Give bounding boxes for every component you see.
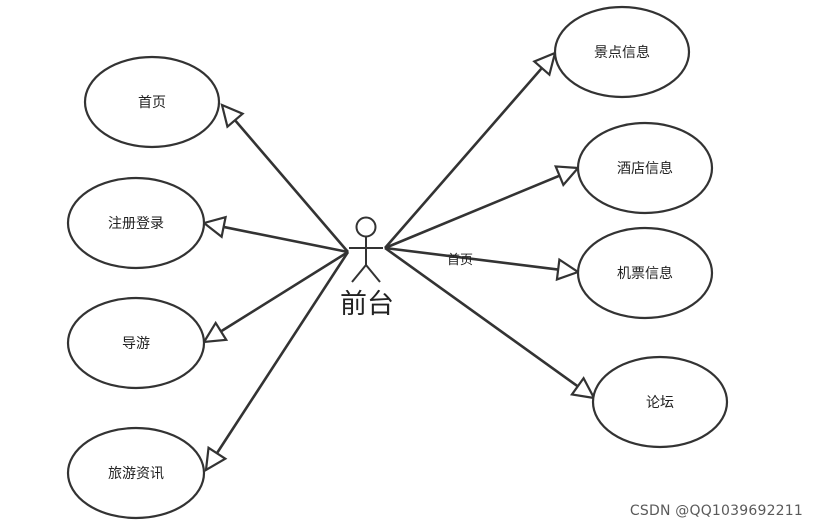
edge-to-register-login-arrowhead-icon <box>201 215 228 239</box>
edge-to-scenic-info <box>384 67 543 249</box>
edge-to-forum-arrowhead-icon <box>569 376 596 400</box>
use-case-guide-label: 导游 <box>122 336 150 352</box>
edge-to-home-arrowhead-icon <box>220 103 245 129</box>
use-case-hotel-info-label: 酒店信息 <box>617 160 673 177</box>
use-case-travel-news[interactable]: 旅游资讯 <box>66 426 206 520</box>
edge-to-ticket-info-arrowhead-icon <box>555 257 581 282</box>
use-case-hotel-info[interactable]: 酒店信息 <box>576 121 714 215</box>
watermark: CSDN @QQ1039692211 <box>629 503 803 519</box>
edge-to-travel-news-arrowhead-icon <box>204 445 228 473</box>
use-case-ticket-info-label: 机票信息 <box>617 265 673 282</box>
edge-to-home <box>234 119 349 253</box>
use-case-forum[interactable]: 论坛 <box>591 355 729 449</box>
use-case-forum-label: 论坛 <box>646 395 674 411</box>
edge-to-travel-news <box>215 251 350 454</box>
edge-to-guide <box>220 250 349 333</box>
use-case-scenic-info-label: 景点信息 <box>594 44 650 61</box>
edge-to-register-login <box>223 225 349 254</box>
use-case-ticket-info[interactable]: 机票信息 <box>576 226 714 320</box>
use-case-guide[interactable]: 导游 <box>66 296 206 390</box>
association-lines <box>201 51 596 473</box>
edge-to-hotel-info <box>384 174 561 250</box>
edge-to-scenic-info-arrowhead-icon <box>532 51 557 77</box>
edge-to-guide-arrowhead-icon <box>201 320 229 344</box>
use-case-home[interactable]: 首页 <box>83 55 221 149</box>
actor-stick-figure-icon[interactable] <box>349 216 383 283</box>
edge-label: 首页 <box>447 253 473 268</box>
edge-to-ticket-info <box>384 246 559 271</box>
use-case-travel-news-label: 旅游资讯 <box>108 466 164 482</box>
edge-to-forum <box>384 246 579 388</box>
edge-to-hotel-info-arrowhead-icon <box>553 165 581 187</box>
use-case-home-label: 首页 <box>138 95 166 111</box>
use-case-scenic-info[interactable]: 景点信息 <box>553 5 691 99</box>
use-case-register-login[interactable]: 注册登录 <box>66 176 206 270</box>
use-case-register-login-label: 注册登录 <box>108 216 164 232</box>
actor-label: 前台 <box>340 289 394 320</box>
